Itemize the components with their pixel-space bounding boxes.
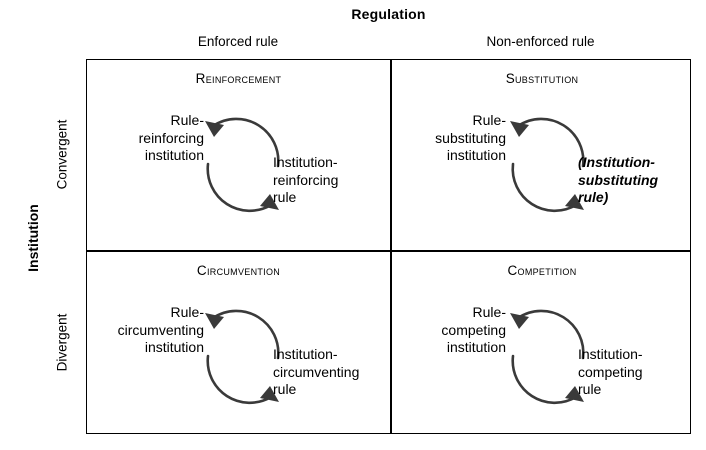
quadrant-competition: Competition Rule- competing institution … [392,252,692,435]
column-header-non-enforced-rule: Non-enforced rule [486,34,595,49]
row-label-divergent: Divergent [54,313,70,372]
horizontal-divider [87,250,690,252]
node-label-right: (Institution- substituting rule) [578,154,659,205]
quadrant-title: Circumvention [196,263,281,278]
left-axis-title: Institution [25,204,41,272]
cycle-diagram: Rule- circumventing institution Institut… [87,288,390,438]
cycle-diagram: Rule- substituting institution (Institut… [392,96,692,246]
node-label-left: Rule- circumventing institution [117,304,204,355]
top-axis-title: Regulation [351,6,426,22]
quadrant-circumvention: Circumvention Rule- circumventing instit… [87,252,390,435]
vertical-divider [390,60,392,433]
cycle-diagram: Rule- reinforcing institution Institutio… [87,96,390,246]
node-label-right: Institution- competing rule [578,346,643,397]
cycle-arrows-icon [510,117,585,213]
quadrant-substitution: Substitution Rule- substituting institut… [392,60,692,250]
node-label-right: Institution- circumventing rule [273,346,360,397]
matrix-grid: Reinforcement Rule- reinforcing institut… [86,59,691,434]
node-label-left: Rule- substituting institution [435,112,506,163]
column-header-enforced-rule: Enforced rule [197,34,279,49]
quadrant-title: Substitution [505,71,579,86]
node-label-left: Rule- competing institution [441,304,506,355]
quadrant-title: Competition [507,263,577,278]
cycle-diagram: Rule- competing institution Institution-… [392,288,692,438]
cycle-arrows-icon [205,309,280,405]
node-label-left: Rule- reinforcing institution [138,112,204,163]
quadrant-reinforcement: Reinforcement Rule- reinforcing institut… [87,60,390,250]
cycle-arrows-icon [205,117,280,213]
quadrant-title: Reinforcement [195,71,282,86]
cycle-arrows-icon [510,309,585,405]
row-label-convergent: Convergent [54,119,70,190]
node-label-right: Institution- reinforcing rule [273,154,339,205]
